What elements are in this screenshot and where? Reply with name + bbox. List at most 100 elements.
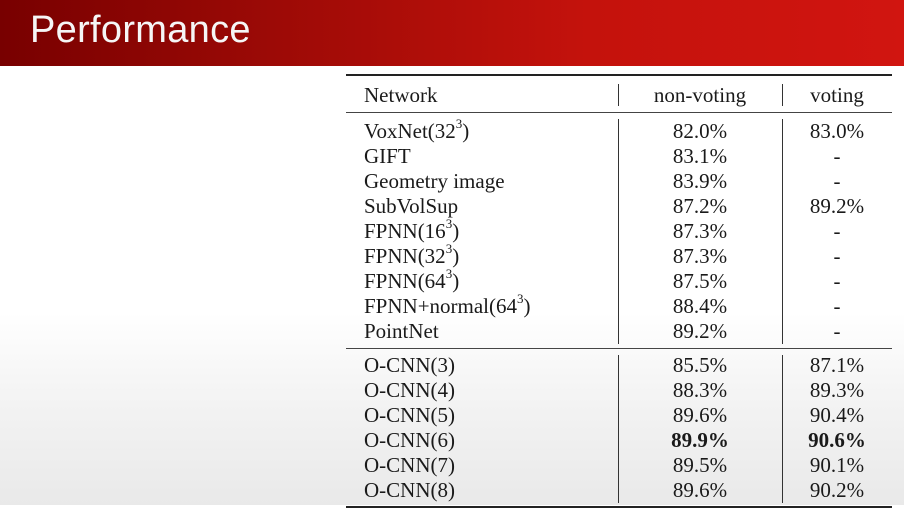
slide-title: Performance: [30, 9, 251, 51]
voting-cell: 90.1%: [809, 453, 865, 477]
ocnn-methods-group: O-CNN(3)85.5%87.1%O-CNN(4)88.3%89.3%O-CN…: [346, 349, 892, 503]
network-name: FPNN(16: [364, 219, 446, 243]
table-row: O-CNN(7) 89.5% 90.1%: [346, 453, 892, 478]
non-voting-cell: 87.2%: [672, 194, 728, 218]
voting-cell: 83.0%: [809, 119, 865, 143]
network-name: PointNet: [364, 319, 439, 343]
column-separator: [618, 84, 619, 106]
title-banner: Performance: [0, 0, 904, 66]
non-voting-cell: 82.0%: [672, 119, 728, 143]
network-superscript: 3: [455, 116, 463, 131]
network-name: SubVolSup: [364, 194, 459, 218]
network-name: FPNN(32: [364, 244, 446, 268]
column-separator: [782, 84, 783, 106]
table-row: Geometry image 83.9% -: [346, 169, 892, 194]
non-voting-cell: 87.5%: [672, 269, 728, 293]
network-name-cell: FPNN(163): [364, 216, 460, 244]
network-name-cell: O-CNN(3): [364, 353, 455, 378]
network-name: O-CNN(4): [364, 378, 455, 402]
voting-cell: -: [833, 294, 841, 318]
top-rule: [346, 74, 892, 76]
network-name-cell: O-CNN(5): [364, 403, 455, 428]
network-name-cell: FPNN(323): [364, 241, 460, 269]
network-name-cell: GIFT: [364, 144, 411, 169]
network-name-cell: VoxNet(323): [364, 116, 470, 144]
voting-cell: -: [833, 144, 841, 168]
non-voting-cell: 89.6%: [672, 403, 728, 427]
network-name: Geometry image: [364, 169, 505, 193]
voting-cell: 90.4%: [809, 403, 865, 427]
column-separator: [782, 119, 783, 344]
network-name-cell: FPNN+normal(643): [364, 291, 531, 319]
network-name-tail: ): [452, 219, 460, 243]
table-row: FPNN+normal(643) 88.4% -: [346, 291, 892, 319]
network-name: O-CNN(8): [364, 478, 455, 502]
header-voting: voting: [810, 83, 864, 107]
network-superscript: 3: [517, 291, 524, 306]
table-row: FPNN(163) 87.3% -: [346, 216, 892, 244]
table-row: O-CNN(3) 85.5% 87.1%: [346, 353, 892, 378]
network-superscript: 3: [445, 266, 453, 281]
network-name-cell: O-CNN(6): [364, 428, 455, 453]
table-row: O-CNN(5) 89.6% 90.4%: [346, 403, 892, 428]
network-name: FPNN+normal(64: [364, 294, 518, 318]
network-name-cell: Geometry image: [364, 169, 505, 194]
network-name-cell: O-CNN(7): [364, 453, 455, 478]
network-superscript: 3: [445, 216, 453, 231]
non-voting-cell: 83.1%: [672, 144, 728, 168]
network-name-cell: PointNet: [364, 319, 439, 344]
network-name-cell: O-CNN(8): [364, 478, 455, 503]
non-voting-cell: 89.5%: [672, 453, 728, 477]
voting-cell: 90.2%: [809, 478, 865, 502]
column-separator: [618, 119, 619, 344]
results-table: Network non-voting voting VoxNet(323)82.…: [346, 74, 892, 508]
voting-cell: 87.1%: [809, 353, 865, 377]
network-name-tail: ): [523, 294, 531, 318]
network-name: FPNN(64: [364, 269, 446, 293]
voting-cell: 90.6%: [808, 428, 866, 452]
table-row: O-CNN(6) 89.9% 90.6%: [346, 428, 892, 453]
non-voting-cell: 88.4%: [672, 294, 728, 318]
voting-cell: -: [833, 244, 841, 268]
network-name: GIFT: [364, 144, 411, 168]
network-name-tail: ): [462, 119, 470, 143]
network-name: O-CNN(7): [364, 453, 455, 477]
non-voting-cell: 88.3%: [672, 378, 728, 402]
network-name-cell: FPNN(643): [364, 266, 460, 294]
network-name-cell: SubVolSup: [364, 194, 458, 219]
non-voting-cell: 87.3%: [672, 244, 728, 268]
network-name: O-CNN(5): [364, 403, 455, 427]
network-name: VoxNet(32: [364, 119, 456, 143]
voting-cell: -: [833, 169, 841, 193]
header-rule: [346, 112, 892, 113]
network-name-tail: ): [452, 269, 460, 293]
voting-cell: -: [833, 269, 841, 293]
table-header-row: Network non-voting voting: [346, 76, 892, 112]
header-non-voting: non-voting: [653, 83, 747, 107]
non-voting-cell: 87.3%: [672, 219, 728, 243]
table-row: FPNN(643) 87.5% -: [346, 266, 892, 294]
table-row: O-CNN(8) 89.6% 90.2%: [346, 478, 892, 503]
table-row: O-CNN(4) 88.3% 89.3%: [346, 378, 892, 403]
voting-cell: -: [833, 219, 841, 243]
network-name-tail: ): [452, 244, 460, 268]
network-superscript: 3: [445, 241, 453, 256]
table-row: FPNN(323) 87.3% -: [346, 241, 892, 269]
non-voting-cell: 89.9%: [671, 428, 729, 452]
network-name-cell: O-CNN(4): [364, 378, 455, 403]
non-voting-cell: 83.9%: [672, 169, 728, 193]
column-separator: [782, 355, 783, 503]
network-name: O-CNN(3): [364, 353, 455, 377]
table-row: VoxNet(323) 82.0% 83.0%: [346, 116, 892, 144]
non-voting-cell: 89.6%: [672, 478, 728, 502]
non-voting-cell: 85.5%: [672, 353, 728, 377]
header-network: Network: [364, 83, 438, 107]
column-separator: [618, 355, 619, 503]
network-name: O-CNN(6): [364, 428, 455, 452]
voting-cell: 89.3%: [809, 378, 865, 402]
table-row: GIFT 83.1% -: [346, 144, 892, 169]
group-divider: [346, 348, 892, 349]
